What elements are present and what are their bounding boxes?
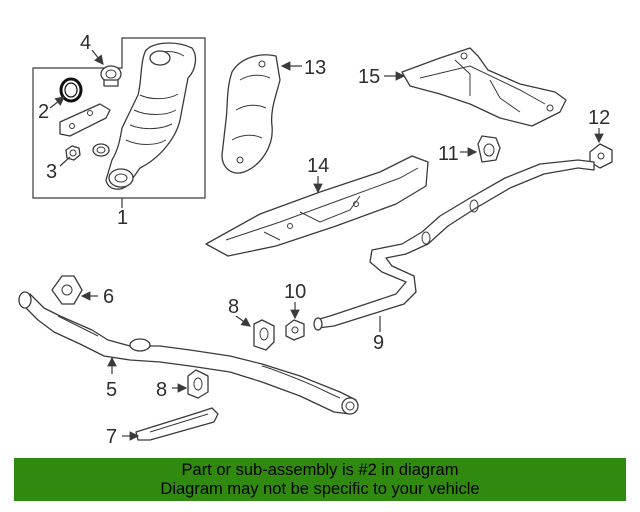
callout-2: 2 — [38, 101, 49, 123]
banner-line-1: Part or sub-assembly is #2 in diagram — [181, 461, 459, 479]
rear-exhaust-pipe[interactable] — [313, 159, 595, 331]
exhaust-gasket[interactable] — [59, 77, 83, 103]
front-pipe-with-resonator[interactable] — [18, 291, 359, 415]
callout-4-leader — [91, 49, 104, 65]
converter-bracket[interactable] — [59, 103, 111, 137]
muffler-heat-shield[interactable] — [135, 407, 219, 441]
assembly-group-outline — [32, 37, 206, 199]
exhaust-clamp[interactable] — [100, 65, 122, 87]
exhaust-parts-diagram: 1 2 3 4 5 6 7 8 8 9 10 11 12 13 14 15 — [18, 32, 613, 448]
callout-13: 13 — [304, 57, 326, 79]
callout-1: 1 — [117, 207, 128, 229]
callout-14: 14 — [307, 155, 329, 177]
flange-nut[interactable] — [92, 143, 110, 157]
callout-10: 10 — [284, 281, 306, 303]
callout-12: 12 — [588, 107, 610, 129]
banner-line-2: Diagram may not be specific to your vehi… — [160, 480, 480, 498]
exhaust-insulator-10[interactable] — [285, 319, 305, 341]
callout-8-lower: 8 — [156, 379, 167, 401]
exhaust-insulator-11[interactable] — [477, 135, 501, 163]
exhaust-insulator-8-lower[interactable] — [187, 369, 209, 399]
callout-4: 4 — [80, 32, 91, 54]
callout-6: 6 — [103, 286, 114, 308]
callout-7: 7 — [106, 426, 117, 448]
exhaust-insulator-8-upper[interactable] — [253, 319, 275, 351]
callout-11: 11 — [438, 143, 459, 165]
callout-5: 5 — [106, 379, 117, 401]
callout-8a-leader — [235, 315, 251, 327]
callout-3-leader — [59, 156, 71, 167]
front-crossmember[interactable] — [401, 47, 567, 127]
catalytic-converter[interactable] — [105, 42, 197, 190]
callout-3: 3 — [46, 161, 57, 183]
callout-2-leader — [49, 96, 65, 109]
callout-15: 15 — [358, 66, 380, 88]
flange-gasket[interactable] — [51, 275, 83, 305]
callout-8-upper: 8 — [228, 296, 239, 318]
underbody-heat-shield[interactable] — [205, 155, 429, 257]
callout-9: 9 — [373, 332, 384, 354]
converter-heat-shield[interactable] — [221, 54, 281, 174]
mounting-nut[interactable] — [65, 145, 81, 161]
part-info-banner: Part or sub-assembly is #2 in diagram Di… — [14, 458, 626, 501]
